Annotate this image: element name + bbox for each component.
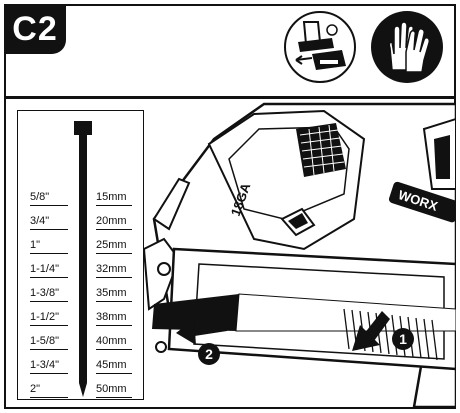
nail-size-mm: 15mm: [96, 191, 127, 203]
inch-underline: [30, 397, 68, 398]
nail-size-inch: 2": [30, 383, 41, 395]
inch-underline: [30, 301, 68, 302]
header-divider: [4, 96, 456, 99]
nail-length-chart: 5/8" 15mm 3/4" 20mm 1" 25mm 1-1/4" 32mm 1-3/8" 35…: [17, 110, 144, 400]
inch-underline: [30, 277, 68, 278]
inch-underline: [30, 229, 68, 230]
nail-size-inch: 1-1/2": [30, 311, 59, 323]
mm-underline: [96, 325, 132, 326]
inch-underline: [30, 325, 68, 326]
svg-text:2: 2: [205, 346, 213, 362]
nail-size-inch: 1-3/4": [30, 359, 59, 371]
remove-battery-icon: [284, 11, 356, 83]
callout-1: 1: [392, 328, 414, 350]
step-badge: C2: [4, 4, 66, 54]
nail-size-mm: 50mm: [96, 383, 127, 395]
inch-underline: [30, 349, 68, 350]
inch-underline: [30, 205, 68, 206]
mm-underline: [96, 229, 132, 230]
callout-2: 2: [198, 343, 220, 365]
brad-nail-icon: [74, 121, 92, 397]
svg-text:1: 1: [399, 331, 407, 347]
mm-underline: [96, 301, 132, 302]
nail-size-mm: 20mm: [96, 215, 127, 227]
mm-underline: [96, 277, 132, 278]
nail-size-mm: 40mm: [96, 335, 127, 347]
mm-underline: [96, 205, 132, 206]
nailer-magazine-illustration: 18GA WORX: [142, 102, 456, 407]
nail-size-mm: 38mm: [96, 311, 127, 323]
mm-underline: [96, 373, 132, 374]
mm-underline: [96, 349, 132, 350]
nail-size-mm: 35mm: [96, 287, 127, 299]
nail-size-mm: 25mm: [96, 239, 127, 251]
gloves-icon: [371, 11, 443, 83]
nail-size-mm: 32mm: [96, 263, 127, 275]
mm-underline: [96, 253, 132, 254]
nail-size-mm: 45mm: [96, 359, 127, 371]
inch-underline: [30, 373, 68, 374]
nail-size-inch: 5/8": [30, 191, 50, 203]
mm-underline: [96, 397, 132, 398]
nail-size-inch: 1-3/8": [30, 287, 59, 299]
nail-size-inch: 1-1/4": [30, 263, 59, 275]
nail-size-inch: 3/4": [30, 215, 50, 227]
inch-underline: [30, 253, 68, 254]
nail-size-inch: 1": [30, 239, 41, 251]
nail-size-inch: 1-5/8": [30, 335, 59, 347]
